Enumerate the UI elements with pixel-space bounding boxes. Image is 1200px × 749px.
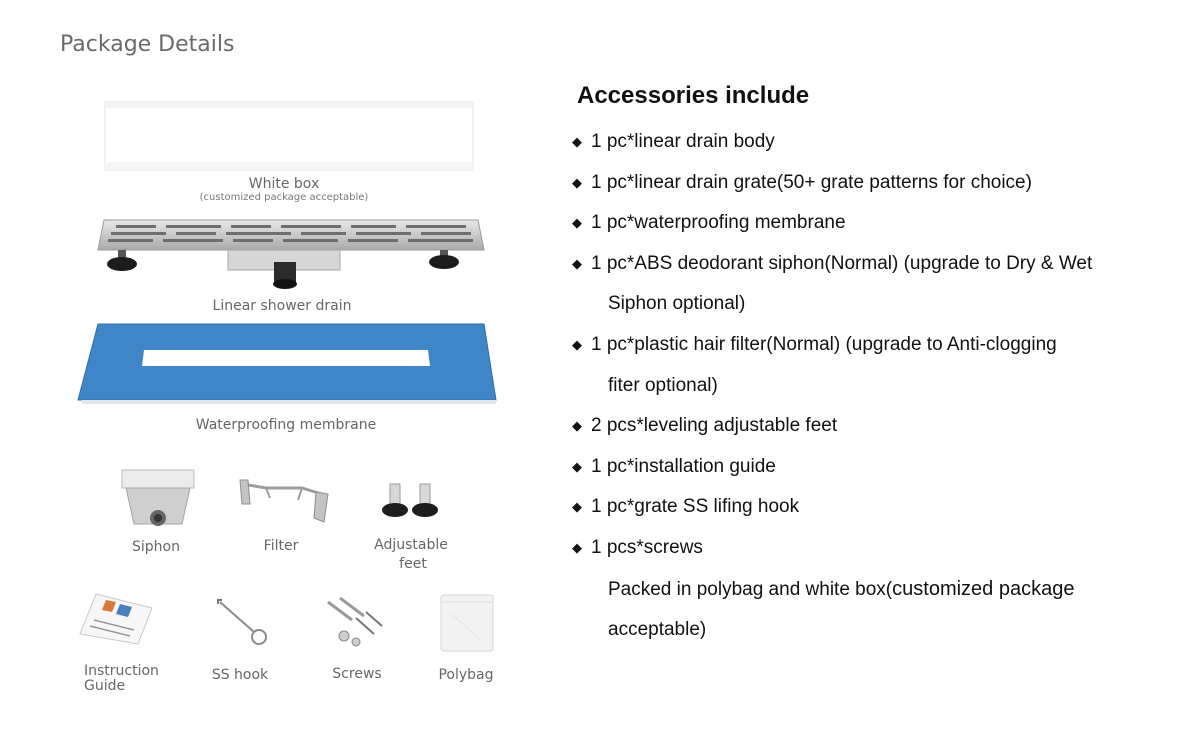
bullet-icon: ◆ [572, 255, 582, 271]
screws-image [322, 596, 386, 648]
bullet-icon: ◆ [572, 499, 582, 515]
page-title: Package Details [60, 32, 235, 57]
accessory-text: 1 pcs*screws [591, 536, 703, 558]
white-box-label: White box [248, 176, 320, 192]
accessory-item: ◆ 1 pc*ABS deodorant siphon(Normal) (upg… [572, 244, 1172, 285]
white-box-sublabel: (customized package acceptable) [199, 192, 369, 203]
accessory-item: ◆ 1 pcs*screws [572, 528, 1172, 569]
screws-label: Screws [332, 666, 382, 682]
feet-label-line1: Adjustable [374, 537, 448, 553]
packing-note-line2: acceptable) [608, 619, 707, 641]
packing-note-part1: Packed in polybag and white box( [608, 578, 893, 600]
accessory-text: 1 pc*grate SS lifing hook [591, 496, 800, 518]
bullet-icon: ◆ [572, 174, 582, 190]
bullet-icon: ◆ [572, 458, 582, 474]
accessory-text: 1 pc*waterproofing membrane [591, 212, 846, 234]
accessory-item: ◆ 1 pc*waterproofing membrane [572, 203, 1172, 244]
membrane-image [76, 322, 500, 406]
bullet-icon: ◆ [572, 418, 582, 434]
feet-label-line2: feet [399, 556, 427, 572]
accessory-item: ◆ 1 pc*grate SS lifing hook [572, 487, 1172, 528]
instruction-guide-image [76, 590, 156, 646]
polybag-label: Polybag [438, 667, 494, 683]
accessory-text: 1 pc*linear drain body [591, 131, 775, 152]
filter-label: Filter [263, 538, 299, 554]
accessory-text: 1 pc*installation guide [591, 455, 776, 477]
accessory-item: ◆ 1 pc*installation guide [572, 447, 1172, 488]
accessories-title: Accessories include [577, 82, 810, 109]
accessories-list: ◆ 1 pc*linear drain body ◆ 1 pc*linear d… [572, 122, 1172, 651]
accessory-item: ◆ 1 pc*linear drain grate(50+ grate patt… [572, 163, 1172, 204]
linear-drain-label: Linear shower drain [212, 298, 352, 314]
packing-note-part2: customized package [892, 577, 1075, 600]
feet-image [378, 478, 444, 520]
membrane-label: Waterproofing membrane [195, 417, 377, 433]
accessory-text: 1 pc*ABS deodorant siphon(Normal) (upgra… [591, 252, 1093, 274]
packing-note: Packed in polybag and white box(customiz… [572, 569, 1172, 611]
accessory-item: ◆ 1 pc*plastic hair filter(Normal) (upgr… [572, 325, 1172, 366]
siphon-image [120, 468, 196, 528]
polybag-image [438, 592, 498, 654]
bullet-icon: ◆ [572, 134, 582, 149]
accessory-item: ◆ 1 pc*linear drain body [572, 122, 1172, 163]
instruction-guide-label-line1: Instruction [84, 663, 159, 679]
linear-drain-image [96, 212, 486, 292]
siphon-label: Siphon [132, 539, 180, 555]
filter-image [236, 474, 332, 526]
accessory-text-continued: Siphon optional) [608, 293, 746, 315]
accessory-text-continued: fiter optional) [608, 374, 718, 396]
ss-hook-image [212, 598, 272, 650]
bullet-icon: ◆ [572, 336, 582, 352]
white-box-image [104, 100, 476, 172]
accessory-text: 1 pc*plastic hair filter(Normal) (upgrad… [591, 333, 1057, 355]
bullet-icon: ◆ [572, 539, 582, 555]
bullet-icon: ◆ [572, 215, 582, 231]
accessory-item: ◆ 2 pcs*leveling adjustable feet [572, 406, 1172, 447]
accessory-text: 1 pc*linear drain grate(50+ grate patter… [591, 171, 1032, 193]
accessory-text: 2 pcs*leveling adjustable feet [591, 415, 838, 437]
instruction-guide-label-line2: Guide [84, 678, 126, 694]
ss-hook-label: SS hook [211, 667, 269, 683]
